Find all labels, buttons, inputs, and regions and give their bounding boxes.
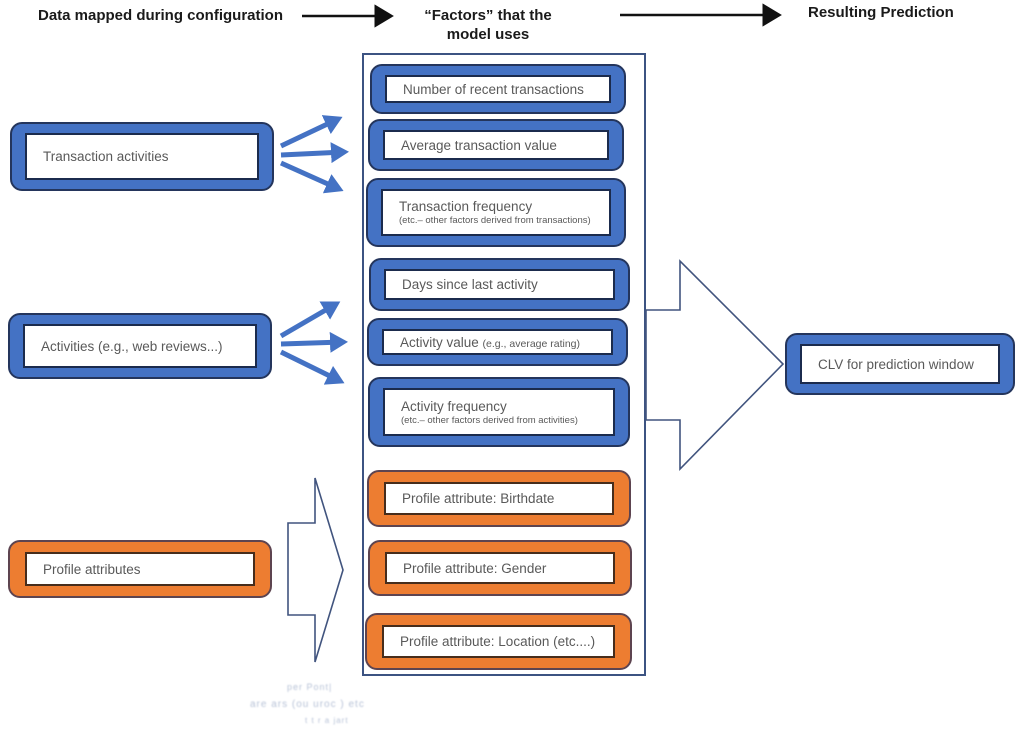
prediction-block-arrow <box>645 259 785 471</box>
factor-sublabel: (etc.– other factors derived from transa… <box>399 215 591 226</box>
header-resulting-prediction: Resulting Prediction <box>808 4 954 21</box>
factor-box-days-since-last-activity: Days since last activity <box>369 258 630 311</box>
factor-label: Profile attribute: Gender <box>403 560 547 576</box>
header-data-mapped: Data mapped during configuration <box>38 7 284 24</box>
profile-block-arrow <box>287 477 344 663</box>
source-box-transaction-activities: Transaction activities <box>10 122 274 191</box>
illegible-artifact-text: t t r a jart <box>305 716 349 725</box>
factor-label: Profile attribute: Location (etc....) <box>400 634 596 649</box>
factor-label: Number of recent transactions <box>403 81 584 97</box>
factor-label: Days since last activity <box>402 277 538 292</box>
source-box-activities: Activities (e.g., web reviews...) <box>8 313 272 379</box>
fan-arrows-activities <box>279 301 348 385</box>
factor-box-profile-attribute-location: Profile attribute: Location (etc....) <box>365 613 632 670</box>
header-factors: “Factors” that the model uses <box>420 7 556 45</box>
illegible-artifact-text: are ars (ou uroc ) etc <box>250 699 365 710</box>
prediction-label: CLV for prediction window <box>818 356 974 372</box>
factor-label: Transaction frequency <box>399 199 533 214</box>
factor-box-activity-value: Activity value (e.g., average rating) <box>367 318 628 366</box>
factor-sublabel: (etc.– other factors derived from activi… <box>401 414 578 426</box>
source-label: Profile attributes <box>43 561 141 577</box>
factor-label: Activity value (e.g., average rating) <box>400 334 581 350</box>
source-box-profile-attributes: Profile attributes <box>8 540 272 598</box>
factors-container <box>362 53 646 676</box>
header-factors-line2: model uses <box>446 25 530 43</box>
factor-label: Activity frequency <box>401 398 507 414</box>
factor-label: Profile attribute: Birthdate <box>402 491 555 506</box>
source-label: Activities (e.g., web reviews...) <box>41 338 223 354</box>
prediction-box-clv: CLV for prediction window <box>785 333 1015 395</box>
illegible-artifact-text: per Pont| <box>287 682 333 692</box>
factor-box-transaction-frequency: Transaction frequency (etc.– other facto… <box>366 178 626 247</box>
factor-inline-sublabel: (e.g., average rating) <box>482 337 581 350</box>
factor-box-number-of-recent-transactions: Number of recent transactions <box>370 64 626 114</box>
fan-arrows-transactions <box>279 115 349 194</box>
factor-box-profile-attribute-gender: Profile attribute: Gender <box>368 540 632 596</box>
factor-box-activity-frequency: Activity frequency (etc.– other factors … <box>368 377 630 447</box>
factor-label: Average transaction value <box>401 137 557 153</box>
source-label: Transaction activities <box>43 149 169 164</box>
factor-box-average-transaction-value: Average transaction value <box>368 119 624 171</box>
header-factors-line1: “Factors” that the <box>424 7 552 24</box>
factor-box-profile-attribute-birthdate: Profile attribute: Birthdate <box>367 470 631 527</box>
